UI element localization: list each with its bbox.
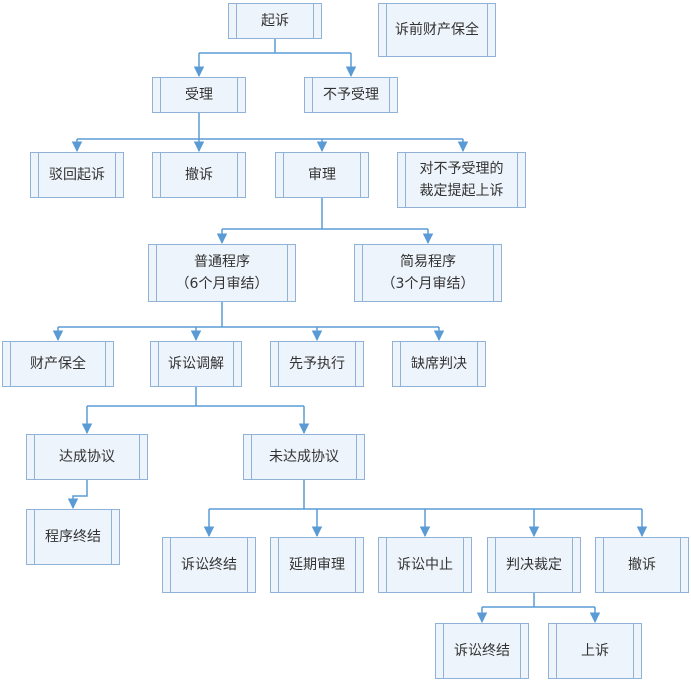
node-caichan-baoquan: 财产保全 [2,341,114,387]
node-label: 对不予受理的 裁定提起上诉 [419,161,504,199]
node-putong-chengxu: 普通程序 （6个月审结） [148,244,296,302]
node-label: 诉讼终结 [454,643,510,659]
node-label: 判决裁定 [506,557,562,573]
node-buyu-shangsu: 对不予受理的 裁定提起上诉 [397,152,526,208]
node-label: 撤诉 [628,557,656,573]
node-susong-zhongzhi: 诉讼中止 [378,537,472,593]
node-label: 不予受理 [323,87,379,103]
node-label: 达成协议 [59,449,115,465]
node-xianyu-zhixing: 先予执行 [270,341,364,387]
node-label: 程序终结 [45,529,101,545]
node-label: 诉讼调解 [168,356,224,372]
node-shouli: 受理 [152,77,246,113]
node-label: 财产保全 [30,356,86,372]
node-label: 上诉 [581,643,609,659]
node-shangsu: 上诉 [548,623,642,679]
node-suqian-baoquan: 诉前财产保全 [378,3,496,57]
node-buyu-shouli: 不予受理 [304,77,398,113]
node-susong-zhongjie-1: 诉讼终结 [162,537,256,593]
node-susong-zhongjie-2: 诉讼终结 [435,623,529,679]
node-panjue-caiding: 判决裁定 [487,537,581,593]
node-label: 驳回起诉 [49,167,105,183]
node-weidacheng-xieyi: 未达成协议 [243,434,365,480]
node-chesu-2: 撤诉 [595,537,689,593]
node-label: 起诉 [261,13,289,29]
node-chesu-1: 撤诉 [152,152,246,198]
node-label: 受理 [185,87,213,103]
node-label: 审理 [308,167,336,183]
node-susong-tiaojie: 诉讼调解 [150,341,242,387]
node-yanqi-shenli: 延期审理 [270,537,364,593]
node-label: 先予执行 [289,356,345,372]
node-label: 缺席判决 [411,356,467,372]
node-bohui-qisu: 驳回起诉 [30,152,124,198]
node-dacheng-xieyi: 达成协议 [26,434,148,480]
node-label: 延期审理 [289,557,345,573]
node-label: 普通程序 （6个月审结） [175,254,269,292]
node-qisu: 起诉 [228,3,322,39]
node-label: 未达成协议 [269,449,339,465]
node-chengxu-zhongjie: 程序终结 [26,509,120,565]
node-label: 诉前财产保全 [395,22,479,38]
node-label: 诉讼中止 [397,557,453,573]
node-label: 诉讼终结 [181,557,237,573]
node-shenli: 审理 [275,152,369,198]
node-label: 撤诉 [185,167,213,183]
node-quexi-panjue: 缺席判决 [392,341,486,387]
connector-arrow [67,480,88,510]
node-label: 简易程序 （3个月审结） [381,254,475,292]
node-jianyi-chengxu: 简易程序 （3个月审结） [354,244,502,302]
